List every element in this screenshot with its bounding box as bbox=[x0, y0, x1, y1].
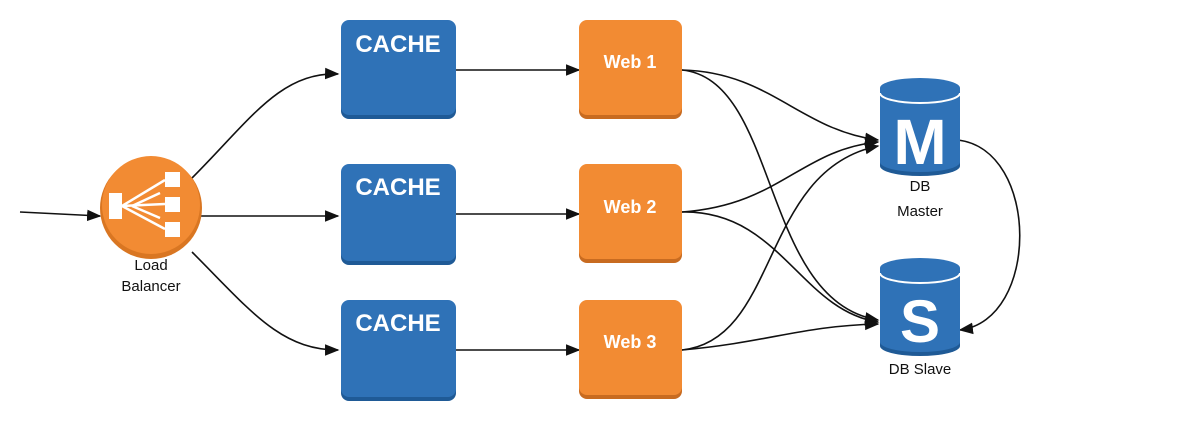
db-master[interactable]: M DB Master bbox=[879, 78, 961, 220]
cache-node-3-label: CACHE bbox=[355, 310, 440, 337]
web-node-2-label: Web 2 bbox=[604, 197, 657, 217]
edge-web-1-to-db-master bbox=[681, 69, 880, 145]
database-cylinder-icon bbox=[879, 258, 961, 356]
edge-web-2-to-db-slave bbox=[681, 211, 880, 326]
cache-node-3[interactable]: CACHE bbox=[341, 300, 456, 401]
load-balancer-label-line1: Load bbox=[134, 257, 167, 274]
db-master-label-line1: DB bbox=[910, 178, 931, 195]
edge-lb-to-cache-3 bbox=[191, 251, 340, 356]
edge-web-3-to-db-slave bbox=[681, 318, 880, 351]
db-slave-letter: S bbox=[900, 288, 940, 355]
connections bbox=[19, 64, 1021, 356]
db-master-letter: M bbox=[893, 106, 946, 178]
edge-db-master-to-db-slave bbox=[957, 139, 1021, 335]
db-slave[interactable]: S DB Slave bbox=[879, 258, 961, 378]
load-balancer-label-line2: Balancer bbox=[121, 278, 180, 295]
web-node-3[interactable]: Web 3 bbox=[579, 300, 682, 399]
web-node-2[interactable]: Web 2 bbox=[579, 164, 682, 263]
db-master-label-line2: Master bbox=[897, 203, 943, 220]
edge-web-1-to-db-slave bbox=[681, 69, 880, 324]
cache-node-2[interactable]: CACHE bbox=[341, 164, 456, 265]
cache-node-2-label: CACHE bbox=[355, 174, 440, 201]
edge-input-to-load-balancer bbox=[19, 209, 102, 222]
web-node-3-label: Web 3 bbox=[604, 332, 657, 352]
cache-node-1-label: CACHE bbox=[355, 31, 440, 58]
load-balancer[interactable]: Load Balancer bbox=[100, 156, 202, 295]
load-balancer-icon bbox=[109, 172, 180, 237]
database-cylinder-icon bbox=[879, 78, 961, 176]
web-node-1[interactable]: Web 1 bbox=[579, 20, 682, 119]
edge-web-3-to-db-master bbox=[681, 142, 880, 351]
cache-node-1[interactable]: CACHE bbox=[341, 20, 456, 119]
edge-web-2-to-db-master bbox=[681, 137, 880, 213]
edge-lb-to-cache-1 bbox=[191, 67, 340, 179]
db-slave-label: DB Slave bbox=[889, 361, 952, 378]
web-node-1-label: Web 1 bbox=[604, 52, 657, 72]
